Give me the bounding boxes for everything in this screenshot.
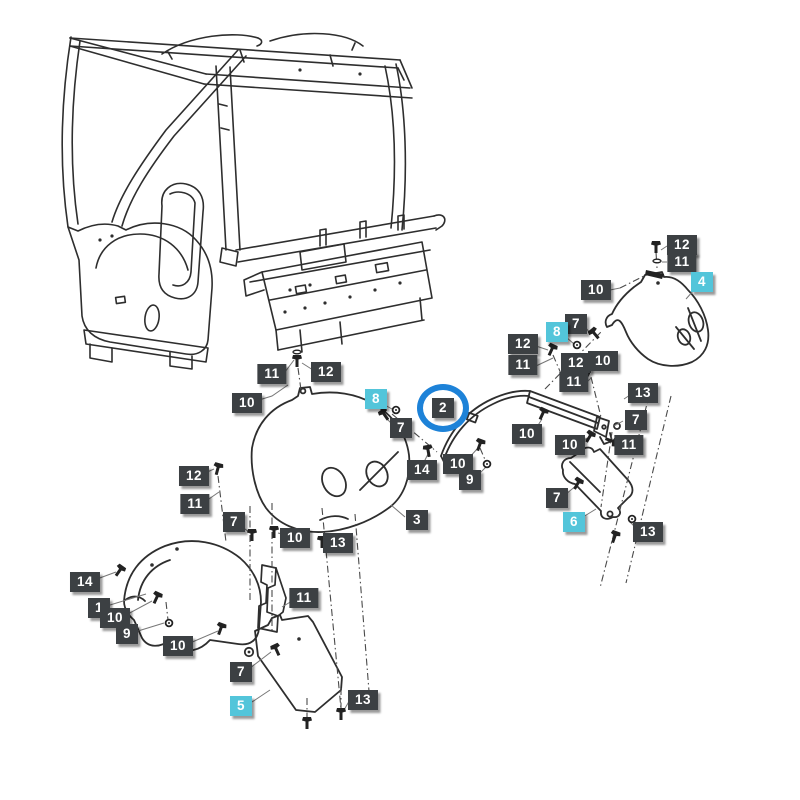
callout-11: 11 [559,372,589,392]
callout-13: 13 [347,690,379,710]
callout-12: 12 [507,334,539,354]
bolt-icon [269,642,284,658]
callout-10: 10 [511,424,543,444]
callout-11: 11 [257,364,287,384]
callout-7: 7 [389,418,413,438]
callout-5: 5 [229,696,253,716]
callout-4: 4 [690,272,714,292]
bolt-icon [247,529,257,541]
bolt-icon [607,529,622,545]
callout-7: 7 [545,488,569,508]
callout-7: 7 [624,410,648,430]
hardware-bolts [111,241,662,729]
callout-13: 13 [627,383,659,403]
bolt-icon [269,526,279,538]
callout-7: 7 [229,662,253,682]
bolt-icon [336,708,346,720]
cab-frame-illustration [61,32,446,370]
callout-7: 7 [564,314,588,334]
bolt-icon [302,717,312,729]
callout-13: 13 [632,522,664,542]
fender-part-4 [604,270,710,367]
callout-10: 10 [580,280,612,300]
bolt-icon [149,590,164,606]
callout-9: 9 [115,624,139,644]
callout-8: 8 [364,389,388,409]
callout-10: 10 [231,393,263,413]
nut-icon [164,618,174,628]
callout-10: 10 [162,636,194,656]
callout-9: 9 [458,470,482,490]
washer-icon [292,349,302,355]
plate-part-5 [243,614,343,713]
washer-icon [652,258,662,264]
bolt-icon [651,241,661,253]
callout-12: 12 [178,466,210,486]
callout-11: 11 [289,588,319,608]
callout-12: 12 [310,362,342,382]
callout-3: 3 [405,510,429,530]
callout-2: 2 [431,398,455,418]
bolt-icon [472,437,487,453]
centerlines [165,251,672,727]
callout-11: 11 [667,252,697,272]
nut-icon [482,459,492,469]
bolt-icon [422,444,435,458]
callout-14: 14 [69,572,101,592]
callout-10: 10 [99,608,131,628]
callout-12: 12 [666,235,698,255]
callout-11: 11 [614,435,644,455]
callout-10: 10 [442,454,474,474]
nut-icon [391,405,401,415]
callout-10: 10 [554,435,586,455]
callout-10: 10 [587,351,619,371]
callout-13: 13 [322,533,354,553]
nut-icon [572,340,582,350]
callout-12: 12 [560,353,592,373]
callout-14: 14 [406,460,438,480]
bolt-icon [213,621,228,637]
fender-part-1 [123,540,262,652]
callout-6: 6 [562,512,586,532]
callout-11: 11 [508,355,538,375]
bolt-icon [111,563,127,579]
callout-11: 11 [180,494,210,514]
callout-10: 10 [279,528,311,548]
callout-8: 8 [545,322,569,342]
bracket-part-6 [561,446,634,520]
bolt-icon [535,406,550,422]
callout-7: 7 [222,512,246,532]
